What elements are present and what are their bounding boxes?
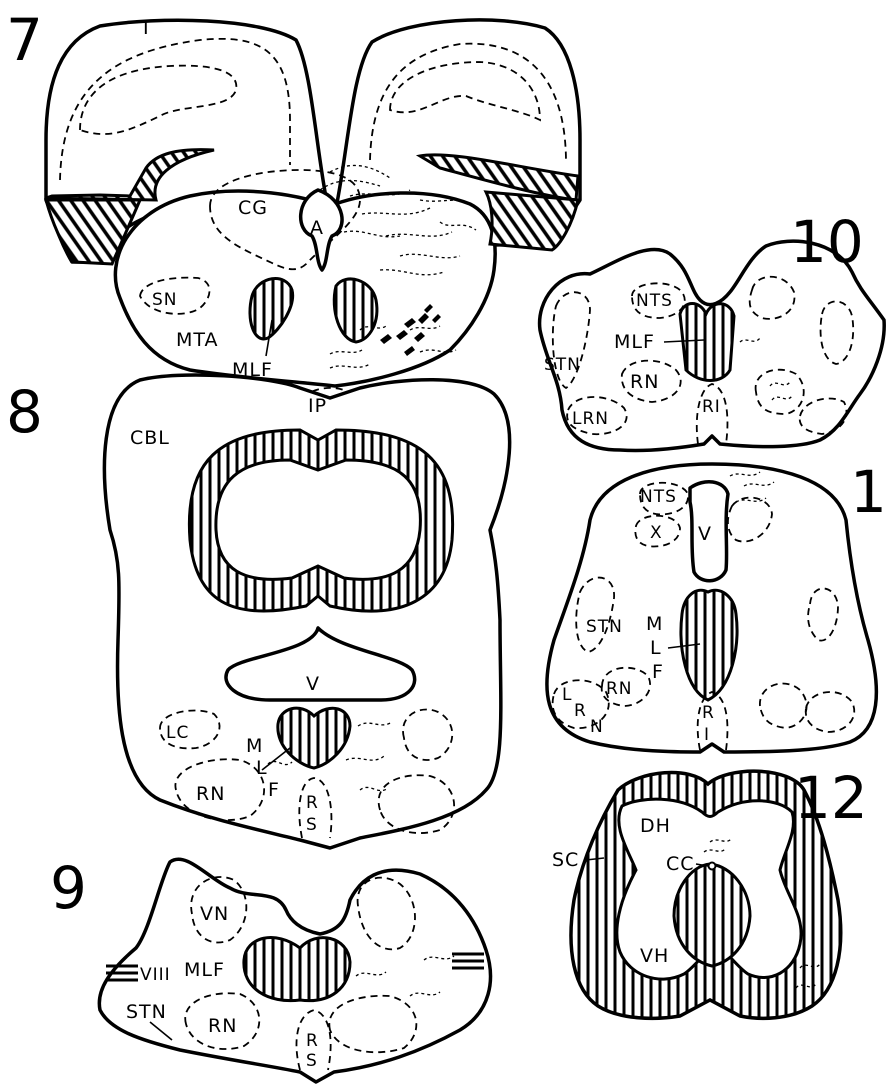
- ventral-funiculus-hatched: [674, 864, 750, 966]
- section-9: 9 VN VIII MLF STN RN R S: [50, 854, 490, 1082]
- label-ri: RI: [702, 397, 721, 417]
- section-number: 12: [794, 764, 868, 832]
- mlf-10: [680, 304, 734, 381]
- label-f: F: [652, 661, 664, 683]
- label-l: L: [650, 637, 662, 659]
- label-central-canal: CC: [666, 853, 695, 875]
- label-raphe-nucleus: RN: [606, 679, 633, 699]
- label-spinal-cord: SC: [552, 849, 579, 871]
- label-r: R: [306, 1031, 319, 1051]
- label-stn: STN: [544, 355, 581, 375]
- label-vestibular-nucleus: VN: [200, 903, 229, 925]
- central-canal: [709, 863, 716, 870]
- label-m: M: [246, 735, 263, 757]
- label-vagal: X: [650, 523, 663, 543]
- label-mta: MTA: [176, 329, 219, 351]
- section-number: 9: [50, 854, 87, 922]
- label-raphe-nucleus: RN: [196, 783, 225, 805]
- label-nts: NTS: [640, 487, 677, 507]
- label-stn: STN: [586, 617, 623, 637]
- label-mlf: MLF: [184, 959, 225, 981]
- label-aqueduct: A: [310, 217, 324, 239]
- label-tectum: T: [139, 17, 153, 39]
- label-raphe-nucleus: RN: [630, 371, 659, 393]
- label-viii: VIII: [140, 965, 171, 985]
- label-central-gray: CG: [238, 197, 268, 219]
- label-ventricle: V: [698, 523, 712, 545]
- label-f: F: [268, 779, 280, 801]
- label-locus-coeruleus: LC: [166, 723, 189, 743]
- section-number: 8: [6, 378, 43, 446]
- label-mlf: MLF: [614, 331, 655, 353]
- section-10: 10 NTS MLF STN RN LRN RI: [540, 208, 885, 451]
- label-r: R: [306, 793, 319, 813]
- mlf-9: [244, 938, 350, 1001]
- label-stn: STN: [126, 1001, 167, 1023]
- label-s: S: [306, 815, 318, 835]
- label-l: L: [256, 757, 268, 779]
- section-number: 11: [850, 458, 886, 526]
- section-11: 11 NTS X V M L F STN L R N RN R I: [547, 458, 886, 752]
- label-substantia-nigra: SN: [152, 290, 178, 310]
- section-number: 7: [6, 6, 43, 74]
- label-ventral-horn: VH: [640, 945, 669, 967]
- label-ri-i: I: [704, 725, 710, 745]
- label-lrn: LRN: [572, 409, 609, 429]
- label-ventricle: V: [306, 673, 320, 695]
- label-ri-r: R: [702, 703, 715, 723]
- label-cerebellum: CBL: [130, 427, 170, 449]
- label-lrn-r: R: [574, 701, 587, 721]
- label-lrn-l: L: [562, 685, 572, 705]
- section-8: 8 IP CBL V LC M L F RN R S: [6, 375, 510, 848]
- label-dorsal-horn: DH: [640, 815, 671, 837]
- label-nts: NTS: [636, 291, 673, 311]
- section-7: 7 T CG A SN MTA MLF: [6, 6, 580, 408]
- label-m: M: [646, 613, 663, 635]
- section-number: 10: [790, 208, 864, 276]
- ventricle-hatched-right-lower: [486, 192, 578, 250]
- label-interpeduncular: IP: [308, 395, 327, 417]
- label-s: S: [306, 1051, 318, 1071]
- section-12: 12 DH SC CC VH: [552, 764, 868, 1018]
- label-raphe-nucleus: RN: [208, 1015, 237, 1037]
- label-lrn-n: N: [590, 717, 604, 737]
